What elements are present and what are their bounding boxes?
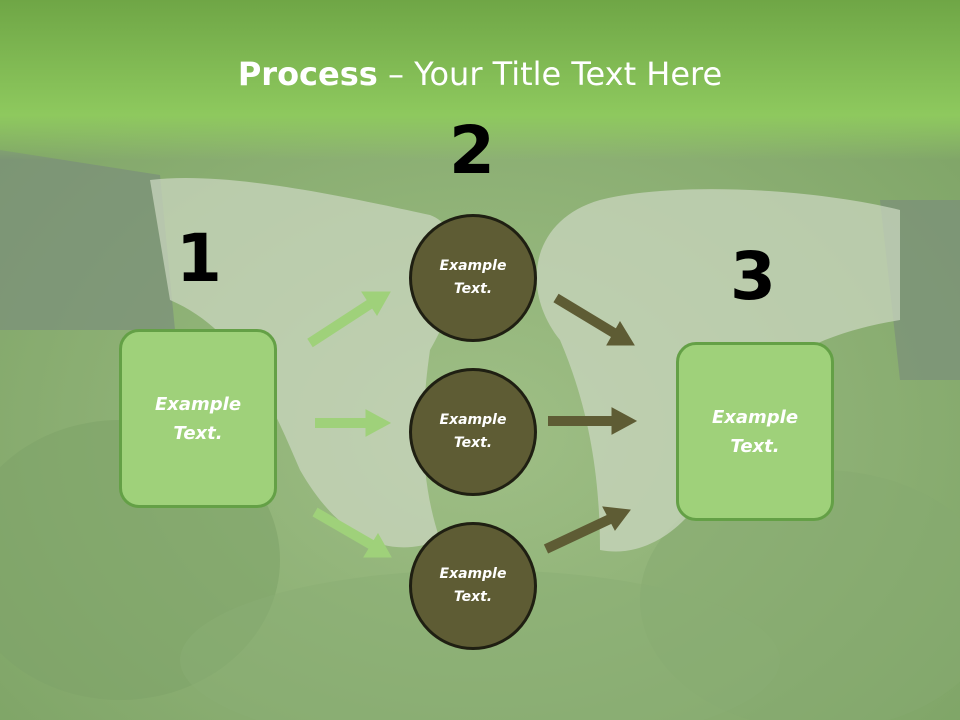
step-1-box: Example Text. [119, 329, 277, 508]
arrow-1-to-bottom [312, 507, 392, 558]
step-number-3: 3 [730, 238, 776, 315]
arrow-middle-to-3 [548, 407, 638, 435]
step-3-box: Example Text. [676, 342, 834, 521]
slide-title: Process – Your Title Text Here [0, 52, 960, 96]
step-2-circle-bottom: Example Text. [409, 522, 537, 650]
arrow-1-to-top [307, 291, 391, 348]
step-2-circle-bottom-text: Example Text. [439, 566, 507, 605]
arrow-bottom-to-3 [543, 506, 631, 554]
step-1-text: Example Text. [154, 393, 242, 444]
step-2-circle-middle: Example Text. [409, 368, 537, 496]
step-3-text: Example Text. [711, 406, 799, 457]
step-2-circle-middle-text: Example Text. [439, 412, 507, 451]
step-number-2: 2 [449, 112, 495, 189]
step-2-circle-top-text: Example Text. [439, 258, 507, 297]
step-number-1: 1 [176, 220, 222, 297]
arrow-top-to-3 [553, 293, 635, 346]
title-rest: – Your Title Text Here [377, 55, 723, 93]
title-bold: Process [237, 55, 378, 93]
arrow-1-to-middle [315, 409, 392, 437]
step-2-circle-top: Example Text. [409, 214, 537, 342]
